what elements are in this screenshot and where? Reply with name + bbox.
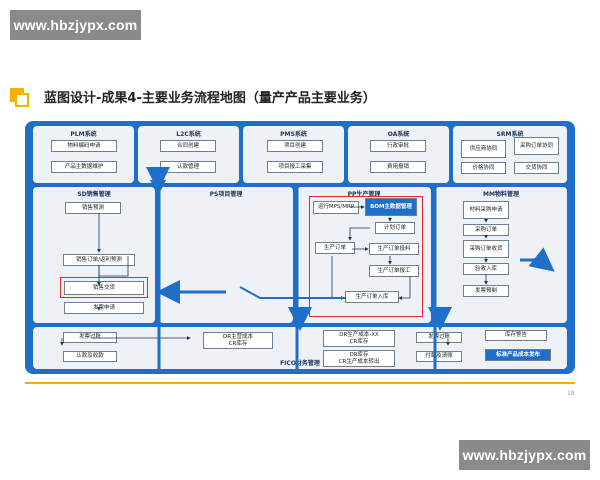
pp-order-receipt: 生产订单入库 <box>345 291 399 303</box>
plm-material-code: 物料编码申请 <box>51 140 117 152</box>
fico-dr-production-cost: DR生产成本-XX <box>339 332 379 339</box>
pms-project-report: 项目报工采集 <box>267 161 323 173</box>
pp-run-mps-mrp: 运行MPS/MRP <box>313 201 359 214</box>
pms-project-create: 项目创建 <box>267 140 323 152</box>
module-panel-ps: PS项目管理 <box>159 187 293 323</box>
fico-payment-collection: 认款及收款 <box>63 351 117 362</box>
fico-cr-production-cost-out: CR生产成本转出 <box>338 358 380 365</box>
system-panel-srm: SRM系统 供应商协同 采购订单协同 价格协同 交货协同 <box>453 126 567 183</box>
plm-product-master: 产品主数据维护 <box>51 161 117 173</box>
mm-inventory-warning: 库存警告 <box>485 330 547 341</box>
fico-invoice-post-sd: 发票过账 <box>63 332 117 343</box>
module-title: SD销售管理 <box>77 191 111 198</box>
system-title: L2C系统 <box>176 131 201 138</box>
mm-purchase-order: 采购订单 <box>463 224 509 236</box>
highlight-sales-delivery <box>60 277 148 298</box>
fico-dr-inventory: DR库存 <box>349 352 369 359</box>
mm-invoice-prepare: 发票预制 <box>463 285 509 297</box>
sd-sales-order: 销售订单/返利预测 <box>63 254 135 266</box>
fico-standard-cost-release: 标准产品成本发布 <box>485 349 551 361</box>
srm-price-collab: 价格协同 <box>461 162 506 174</box>
process-map-frame: PLM系统 物料编码申请 产品主数据维护 L2C系统 合同创建 认款管理 PMS… <box>25 121 575 374</box>
watermark-top: www.hbzjypx.com <box>10 10 141 40</box>
module-title: MM物料管理 <box>483 191 519 198</box>
fico-cr-inventory-2: CR库存 <box>349 338 369 345</box>
srm-delivery-collab: 交货协同 <box>514 162 559 174</box>
system-title: SRM系统 <box>496 131 524 138</box>
page-title: 蓝图设计-成果4-主要业务流程地图（量产产品主要业务） <box>44 91 376 106</box>
fico-production-cost-entry: DR生产成本-XX CR库存 <box>323 330 395 347</box>
pp-planned-order: 计划订单 <box>375 222 415 234</box>
mm-inspection-receipt: 验收入库 <box>463 263 509 275</box>
footer-accent-line <box>25 382 575 384</box>
module-title: PS项目管理 <box>209 191 243 198</box>
module-panel-fico: FICO财务管理 发票过账 认款及收款 DR主营成本 CR库存 DR生产成本-X… <box>33 327 567 369</box>
pp-order-issue: 生产订单投料 <box>369 243 419 255</box>
mm-purchase-request: 材料采购申请 <box>463 201 509 219</box>
page-number: 18 <box>567 390 575 397</box>
srm-po-collab: 采购订单协同 <box>514 137 559 155</box>
module-panel-sd: SD销售管理 销售预测 销售订单/返利预测 销售交货 发票申请 <box>33 187 155 323</box>
pp-order-report: 生产订单报工 <box>369 265 419 277</box>
fico-payment-clearing: 付款及清账 <box>416 351 462 362</box>
pp-bom-master: BOM主数据管理 <box>365 198 417 216</box>
system-panel-plm: PLM系统 物料编码申请 产品主数据维护 <box>33 126 134 183</box>
pp-production-order: 生产订单 <box>315 242 355 254</box>
system-panel-oa: OA系统 行政审批 费用报销 <box>348 126 449 183</box>
fico-cogs-entry: DR主营成本 CR库存 <box>203 332 273 349</box>
system-panel-l2c: L2C系统 合同创建 认款管理 <box>138 126 239 183</box>
oa-expense-claim: 费用报销 <box>370 161 426 173</box>
watermark-bottom: www.hbzjypx.com <box>459 440 590 470</box>
fico-inventory-transfer-entry: DR库存 CR生产成本转出 <box>323 350 395 367</box>
l2c-payment-recognition: 认款管理 <box>160 161 216 173</box>
module-panel-pp: PP生产管理 运行MPS/MRP BOM主数据管理 计划订单 生产订单 生产订单… <box>297 187 431 323</box>
sd-sales-delivery: 销售交货 <box>64 281 144 295</box>
system-title: PMS系统 <box>280 131 307 138</box>
module-title: PP生产管理 <box>347 191 381 198</box>
module-title: FICO财务管理 <box>280 360 320 367</box>
system-title: PLM系统 <box>70 131 97 138</box>
highlight-production-flow <box>309 196 423 317</box>
l2c-contract-create: 合同创建 <box>160 140 216 152</box>
title-square-icon <box>10 88 32 110</box>
fico-dr-cogs: DR主营成本 <box>222 334 254 341</box>
fico-cr-inventory-1: CR库存 <box>228 340 248 347</box>
mm-po-receipt: 采购订单收货 <box>463 240 509 258</box>
sd-sales-forecast: 销售预测 <box>65 202 121 214</box>
system-title: OA系统 <box>387 131 410 138</box>
oa-admin-approval: 行政审批 <box>370 140 426 152</box>
srm-supplier-collab: 供应商协同 <box>461 140 506 158</box>
fico-invoice-post-mm: 发票过账 <box>416 332 462 343</box>
sd-invoice-request: 发票申请 <box>64 302 144 314</box>
module-panel-mm: MM物料管理 材料采购申请 采购订单 采购订单收货 验收入库 发票预制 <box>435 187 567 323</box>
system-panel-pms: PMS系统 项目创建 项目报工采集 <box>243 126 344 183</box>
